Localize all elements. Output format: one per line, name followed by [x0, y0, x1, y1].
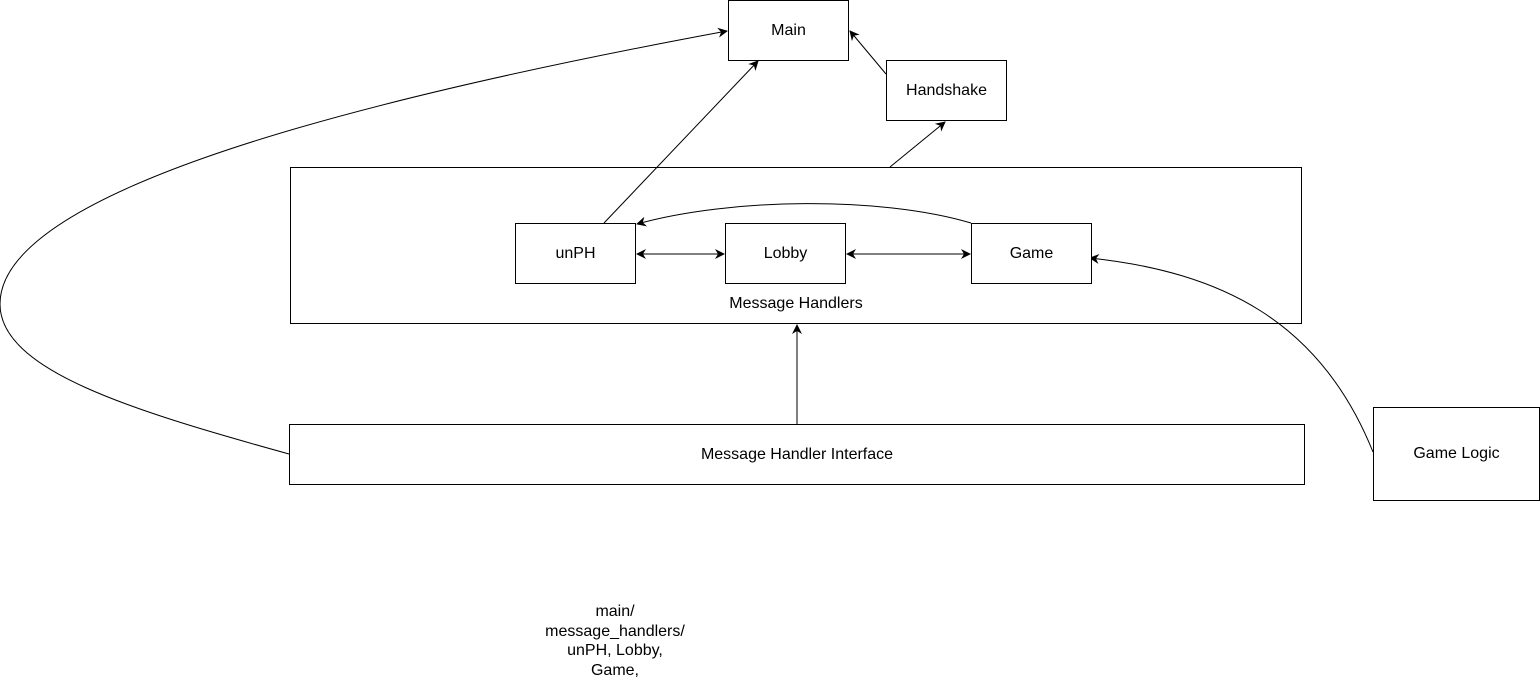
- game-logic-node[interactable]: Game Logic: [1373, 407, 1540, 501]
- edge-handshake-to-main: [850, 31, 886, 74]
- unph-node[interactable]: unPH: [515, 223, 636, 284]
- message-handlers-label: Message Handlers: [291, 295, 1301, 313]
- directory-note-line: message_handlers/: [515, 622, 715, 642]
- edge-message-handlers-to-handshake: [890, 122, 945, 167]
- game-node[interactable]: Game: [971, 223, 1092, 284]
- directory-note-line: Game,: [515, 661, 715, 680]
- directory-note-line: main/: [515, 602, 715, 622]
- directory-note: main/ message_handlers/ unPH, Lobby, Gam…: [515, 602, 715, 680]
- lobby-node[interactable]: Lobby: [725, 223, 846, 284]
- directory-note-line: unPH, Lobby,: [515, 641, 715, 661]
- main-node[interactable]: Main: [728, 0, 849, 61]
- message-handler-interface-node[interactable]: Message Handler Interface: [289, 424, 1305, 485]
- handshake-node[interactable]: Handshake: [886, 60, 1007, 121]
